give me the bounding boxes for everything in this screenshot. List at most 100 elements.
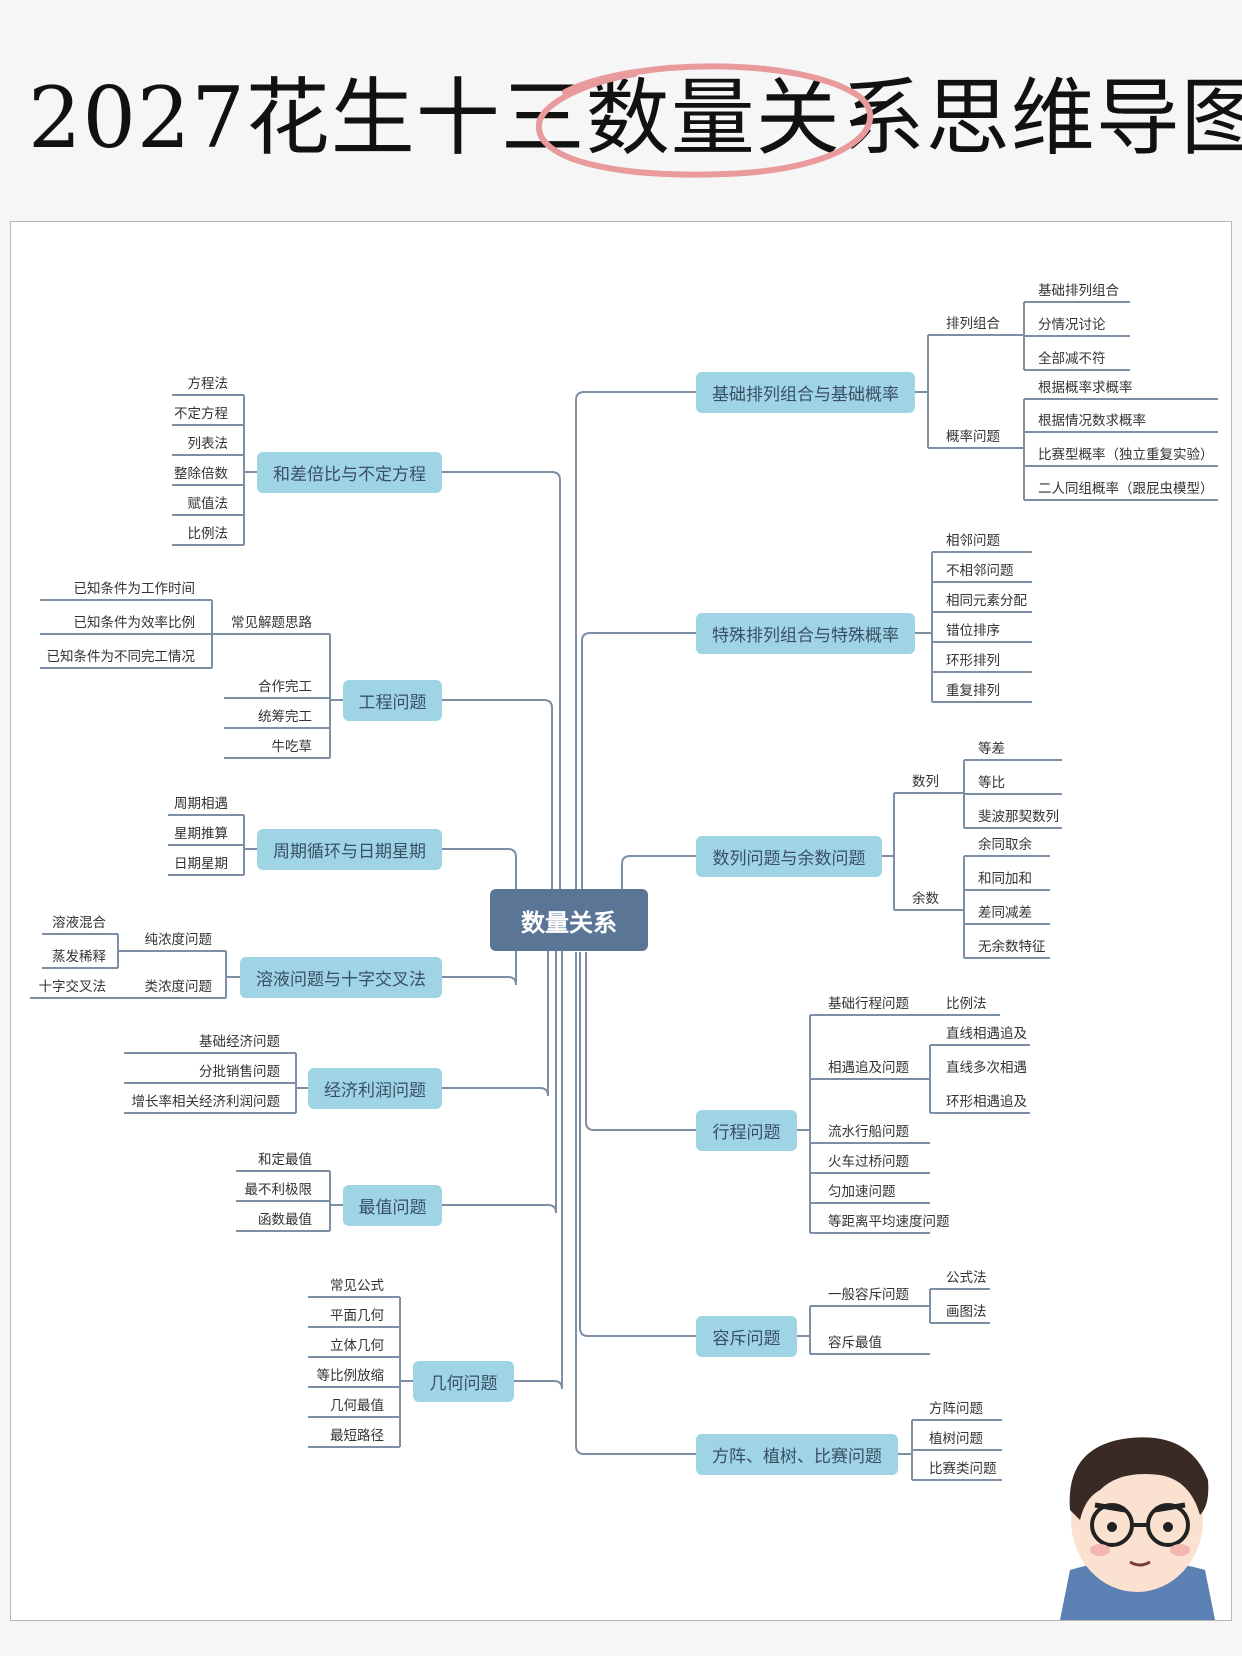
leaf-node[interactable]: 不相邻问题 (946, 563, 1014, 579)
leaf-node[interactable]: 分情况讨论 (1038, 317, 1106, 333)
leaf-node[interactable]: 和同加和 (978, 871, 1032, 887)
leaf-node[interactable]: 周期相遇 (174, 796, 228, 812)
leaf-node[interactable]: 比例法 (187, 526, 229, 542)
leaf-node[interactable]: 平面几何 (330, 1308, 384, 1324)
leaf-node[interactable]: 常见公式 (330, 1278, 384, 1294)
connector-line (442, 890, 557, 1214)
leaf-node[interactable]: 和定最值 (258, 1152, 312, 1168)
leaf-node[interactable]: 余同取余 (978, 837, 1032, 853)
leaf-node[interactable]: 火车过桥问题 (828, 1154, 909, 1170)
branch-node[interactable]: 行程问题 (696, 1110, 797, 1151)
leaf-node[interactable]: 基础经济问题 (199, 1034, 280, 1050)
group-node[interactable]: 常见解题思路 (231, 615, 312, 631)
leaf-node[interactable]: 统筹完工 (258, 709, 312, 725)
leaf-node[interactable]: 等差 (978, 741, 1005, 757)
connector-line (442, 890, 517, 986)
leaf-node[interactable]: 等比例放缩 (316, 1368, 385, 1384)
leaf-node[interactable]: 全部减不符 (1038, 351, 1106, 367)
leaf-node[interactable]: 错位排序 (946, 623, 1000, 639)
group-node[interactable]: 相遇追及问题 (828, 1060, 909, 1076)
branch-node[interactable]: 工程问题 (343, 680, 442, 721)
leaf-node[interactable]: 最不利极限 (244, 1182, 313, 1198)
leaf-node[interactable]: 等距离平均速度问题 (828, 1214, 950, 1230)
leaf-node[interactable]: 比例法 (946, 996, 987, 1012)
connector-line (575, 952, 696, 1455)
leaf-node[interactable]: 根据情况数求概率 (1038, 413, 1146, 429)
group-node[interactable]: 概率问题 (946, 429, 1000, 445)
leaf-node[interactable]: 十字交叉法 (38, 979, 107, 995)
leaf-node[interactable]: 环形排列 (946, 653, 1000, 669)
connector-line (585, 952, 696, 1131)
branch-node[interactable]: 数列问题与余数问题 (696, 836, 882, 877)
leaf-node[interactable]: 环形相遇追及 (946, 1094, 1027, 1110)
branch-node[interactable]: 溶液问题与十字交叉法 (240, 957, 442, 998)
branch-node[interactable]: 容斥问题 (696, 1316, 797, 1357)
leaf-node[interactable]: 相同元素分配 (946, 593, 1027, 609)
leaf-node[interactable]: 无余数特征 (978, 939, 1046, 955)
root-node[interactable]: 数量关系 (490, 889, 648, 951)
branch-node[interactable]: 方阵、植树、比赛问题 (696, 1434, 898, 1475)
leaf-node[interactable]: 等比 (978, 775, 1005, 791)
leaf-node[interactable]: 日期星期 (174, 856, 228, 872)
branch-node[interactable]: 几何问题 (413, 1361, 514, 1402)
leaf-node[interactable]: 直线相遇追及 (946, 1026, 1027, 1042)
leaf-node[interactable]: 直线多次相遇 (946, 1060, 1027, 1076)
leaf-node[interactable]: 整除倍数 (174, 466, 228, 482)
branch-node[interactable]: 经济利润问题 (308, 1068, 442, 1109)
branch-node[interactable]: 和差倍比与不定方程 (257, 452, 442, 493)
leaf-node[interactable]: 重复排列 (946, 683, 1000, 699)
branch-node[interactable]: 基础排列组合与基础概率 (696, 372, 915, 413)
leaf-node[interactable]: 星期推算 (174, 826, 228, 842)
group-node[interactable]: 数列 (912, 774, 939, 790)
leaf-node[interactable]: 差同减差 (978, 905, 1032, 921)
connector-line (442, 471, 561, 890)
leaf-node[interactable]: 斐波那契数列 (978, 809, 1059, 825)
leaf-node[interactable]: 方阵问题 (929, 1401, 983, 1417)
leaf-node[interactable]: 蒸发稀释 (52, 949, 106, 965)
leaf-node[interactable]: 根据概率求概率 (1038, 380, 1133, 396)
leaf-node[interactable]: 已知条件为效率比例 (73, 615, 196, 631)
group-node[interactable]: 一般容斥问题 (828, 1287, 909, 1303)
leaf-node[interactable]: 合作完工 (258, 679, 312, 695)
group-node[interactable]: 排列组合 (946, 316, 1000, 332)
branch-node[interactable]: 最值问题 (343, 1185, 442, 1226)
leaf-node[interactable]: 列表法 (187, 436, 229, 452)
group-node[interactable]: 纯浓度问题 (144, 932, 213, 948)
cartoon-teacher-avatar (1060, 1437, 1215, 1620)
leaf-node[interactable]: 二人同组概率（跟屁虫模型） (1038, 481, 1214, 497)
connector-line (442, 699, 553, 890)
leaf-node[interactable]: 增长率相关经济利润问题 (131, 1094, 281, 1110)
leaf-node[interactable]: 方程法 (187, 376, 229, 392)
leaf-node[interactable]: 容斥最值 (828, 1335, 882, 1351)
leaf-node[interactable]: 比赛类问题 (929, 1461, 997, 1477)
leaf-node[interactable]: 最短路径 (330, 1428, 384, 1444)
leaf-node[interactable]: 立体几何 (330, 1338, 384, 1354)
branch-node[interactable]: 周期循环与日期星期 (257, 829, 442, 870)
leaf-node[interactable]: 公式法 (946, 1270, 987, 1286)
leaf-node[interactable]: 已知条件为不同完工情况 (46, 649, 196, 665)
leaf-node[interactable]: 函数最值 (258, 1212, 312, 1228)
group-node[interactable]: 基础行程问题 (828, 996, 909, 1012)
leaf-node[interactable]: 不定方程 (174, 406, 228, 422)
leaf-node[interactable]: 流水行船问题 (828, 1124, 909, 1140)
group-node[interactable]: 余数 (912, 891, 939, 907)
leaf-node[interactable]: 赋值法 (187, 496, 229, 512)
leaf-node[interactable]: 分批销售问题 (199, 1064, 280, 1080)
group-node[interactable]: 类浓度问题 (144, 979, 213, 995)
leaf-node[interactable]: 匀加速问题 (828, 1184, 896, 1200)
branch-node[interactable]: 特殊排列组合与特殊概率 (696, 613, 915, 654)
leaf-node[interactable]: 基础排列组合 (1038, 283, 1119, 299)
title-highlight-circle (535, 63, 874, 178)
leaf-node[interactable]: 已知条件为工作时间 (73, 581, 196, 597)
leaf-node[interactable]: 溶液混合 (52, 915, 106, 931)
leaf-node[interactable]: 相邻问题 (946, 533, 1000, 549)
connector-line (442, 848, 517, 890)
connector-line (442, 890, 549, 1097)
connector-line (575, 391, 696, 890)
leaf-node[interactable]: 植树问题 (929, 1431, 983, 1447)
leaf-node[interactable]: 几何最值 (330, 1398, 384, 1414)
leaf-node[interactable]: 画图法 (946, 1304, 987, 1320)
leaf-node[interactable]: 牛吃草 (271, 739, 313, 755)
leaf-node[interactable]: 比赛型概率（独立重复实验） (1038, 447, 1214, 463)
connector-line (581, 632, 696, 890)
